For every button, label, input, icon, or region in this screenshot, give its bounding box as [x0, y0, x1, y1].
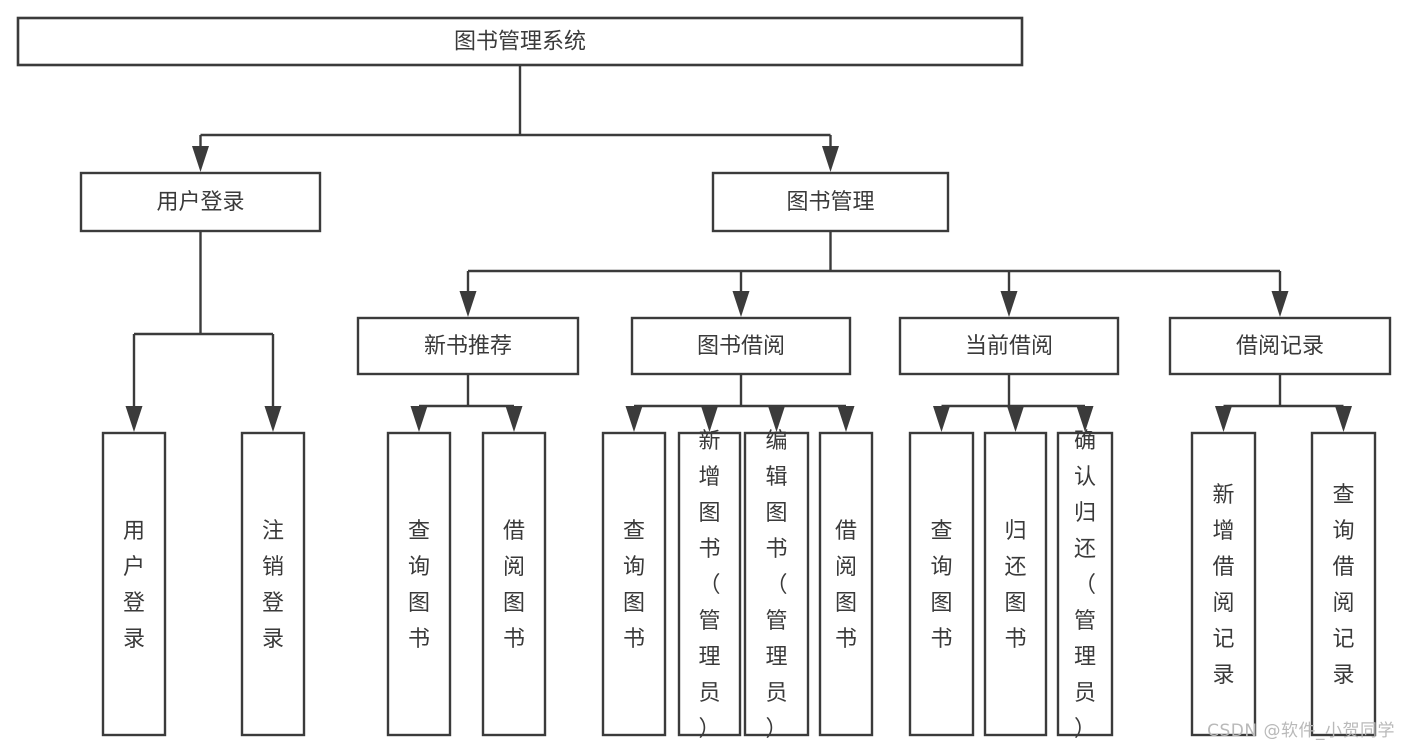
node-leaf07[interactable]: 编辑图书（管理员）	[743, 429, 810, 742]
node-label: 新增图书（管理员）	[698, 429, 720, 742]
arrow-head-icon	[410, 406, 428, 432]
node-box	[1190, 431, 1257, 737]
connector-group-l1b	[459, 231, 1289, 317]
node-box	[1168, 316, 1392, 376]
node-layer: 图书管理系统用户登录图书管理新书推荐图书借阅当前借阅借阅记录用户登录注销登录查询…	[16, 16, 1392, 742]
node-label: 查询图书	[623, 519, 645, 652]
node-box	[711, 171, 950, 233]
node-leaf09[interactable]: 查询图书	[908, 431, 975, 737]
arrow-head-icon	[459, 291, 477, 317]
node-leaf11[interactable]: 确认归还（管理员）	[1056, 429, 1114, 742]
node-label: 查询图书	[408, 519, 430, 652]
node-box	[1310, 431, 1377, 737]
arrow-head-icon	[192, 146, 209, 172]
node-box	[16, 16, 1024, 67]
node-box	[356, 316, 580, 376]
node-label: 新增借阅记录	[1212, 483, 1234, 688]
node-label: 图书借阅	[697, 334, 785, 359]
arrow-head-icon	[1271, 291, 1289, 317]
node-leaf05[interactable]: 查询图书	[601, 431, 667, 737]
node-leaf02[interactable]: 注销登录	[240, 431, 306, 737]
node-label: 归还图书	[1004, 519, 1026, 652]
node-label: 借阅图书	[503, 519, 525, 652]
node-label: 当前借阅	[965, 334, 1053, 359]
node-label: 确认归还（管理员）	[1074, 429, 1096, 742]
node-l1a[interactable]: 用户登录	[79, 171, 322, 233]
node-box	[908, 431, 975, 737]
node-leaf03[interactable]: 查询图书	[386, 431, 452, 737]
node-leaf13[interactable]: 查询借阅记录	[1310, 431, 1377, 737]
arrow-head-icon	[264, 406, 282, 432]
node-box	[630, 316, 852, 376]
node-box	[101, 431, 167, 737]
node-box	[1056, 431, 1114, 737]
node-leaf08[interactable]: 借阅图书	[818, 431, 874, 737]
node-box	[677, 431, 742, 737]
arrow-head-icon	[732, 291, 750, 317]
watermark-text: CSDN @软件_小贺同学	[1207, 721, 1395, 741]
node-label: 图书管理	[786, 190, 874, 215]
arrow-head-icon	[822, 146, 839, 172]
node-box	[818, 431, 874, 737]
arrow-head-icon	[625, 406, 643, 432]
connector-group-l2d	[1215, 374, 1352, 432]
connector-group-l2a	[410, 374, 523, 432]
node-label: 借阅记录	[1236, 334, 1324, 359]
node-leaf10[interactable]: 归还图书	[983, 431, 1048, 737]
node-label: 新书推荐	[424, 334, 512, 359]
node-l2d[interactable]: 借阅记录	[1168, 316, 1392, 376]
node-leaf06[interactable]: 新增图书（管理员）	[677, 429, 742, 742]
node-l2a[interactable]: 新书推荐	[356, 316, 580, 376]
arrow-head-icon	[1215, 406, 1232, 432]
connector-group-l2b	[625, 374, 855, 432]
arrow-head-icon	[505, 406, 523, 432]
arrow-head-icon	[1007, 406, 1024, 432]
node-box	[898, 316, 1120, 376]
node-l2c[interactable]: 当前借阅	[898, 316, 1120, 376]
node-leaf04[interactable]: 借阅图书	[481, 431, 547, 737]
node-label: 用户登录	[123, 519, 145, 652]
node-leaf12[interactable]: 新增借阅记录	[1190, 431, 1257, 737]
node-box	[79, 171, 322, 233]
node-box	[240, 431, 306, 737]
node-box	[601, 431, 667, 737]
node-label: 查询借阅记录	[1332, 483, 1354, 688]
connector-layer	[125, 65, 1352, 432]
arrow-head-icon	[837, 406, 855, 432]
arrow-head-icon	[933, 406, 950, 432]
node-box	[386, 431, 452, 737]
arrow-head-icon	[701, 406, 718, 432]
arrow-head-icon	[1000, 291, 1018, 317]
node-label: 编辑图书（管理员）	[765, 429, 787, 742]
arrow-head-icon	[1076, 406, 1094, 432]
node-label: 查询图书	[930, 519, 952, 652]
node-box	[983, 431, 1048, 737]
node-label: 图书管理系统	[454, 30, 586, 55]
arrow-head-icon	[1335, 406, 1352, 432]
node-l1b[interactable]: 图书管理	[711, 171, 950, 233]
arrow-head-icon	[125, 406, 143, 432]
connector-group-l2c	[933, 374, 1094, 432]
node-root[interactable]: 图书管理系统	[16, 16, 1024, 67]
node-label: 用户登录	[156, 190, 244, 215]
node-l2b[interactable]: 图书借阅	[630, 316, 852, 376]
connector-group-l1a	[125, 231, 282, 432]
arrow-head-icon	[768, 406, 785, 432]
node-label: 注销登录	[262, 519, 284, 652]
node-leaf01[interactable]: 用户登录	[101, 431, 167, 737]
node-label: 借阅图书	[835, 519, 857, 652]
node-box	[481, 431, 547, 737]
connector-group-root	[192, 65, 839, 172]
node-box	[743, 431, 810, 737]
